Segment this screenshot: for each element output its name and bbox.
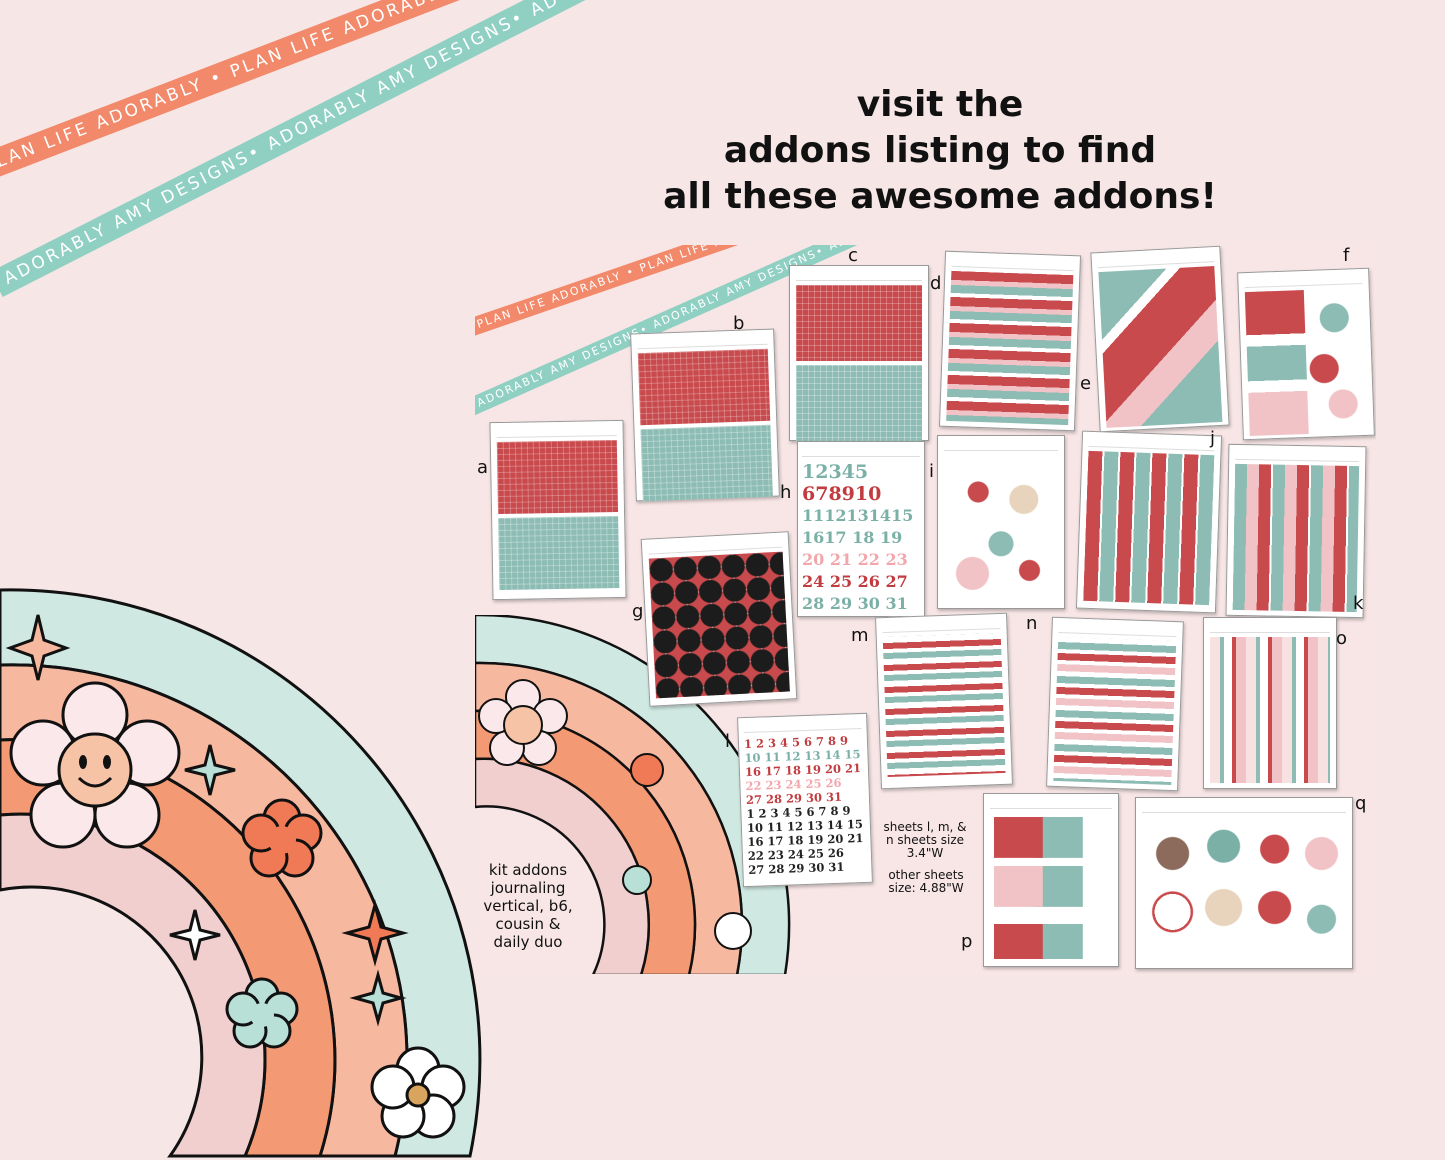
sheet-m [875,612,1013,790]
panel-rainbow-illustration [475,615,791,974]
sheet-j [1075,430,1223,614]
sheet-o [1203,617,1337,789]
flower-icon [370,1046,466,1139]
sheet-size-note-1: sheets l, m, & n sheets size 3.4"W [883,820,967,860]
sparkle-icon [5,614,71,681]
label-f: f [1343,245,1350,266]
flower-icon [622,865,652,895]
sheet-c [789,265,929,441]
flower-icon [630,753,664,787]
headline: visit the addons listing to find all the… [640,82,1240,220]
date-numbers-5: 20 21 22 23 [802,550,908,569]
ribbon-plan-life-adorably: PLAN LIFE ADORABLY • PLAN LIFE ADORABLY … [0,0,720,185]
label-h: h [780,482,792,503]
sheet-a [489,419,627,601]
headline-line-2: addons listing to find [723,130,1157,171]
sheet-l: 1 2 3 4 5 6 7 8 9 10 11 12 13 14 15 16 1… [737,712,873,888]
label-a: a [477,457,489,478]
date-numbers-3: 1112131415 [802,506,914,525]
label-c: c [848,245,858,266]
headline-line-3: all these awesome addons! [663,176,1217,217]
sheet-i [937,435,1065,609]
sheet-k [1225,443,1367,619]
date-numbers-2: 678910 [802,483,882,505]
sheet-e [1090,245,1230,433]
flower-icon [225,977,299,1049]
label-j: j [1210,428,1216,449]
label-e: e [1080,373,1092,394]
label-o: o [1336,628,1348,649]
sparkle-icon [341,899,409,967]
sheet-q [1135,797,1353,969]
smiley-flower-icon [478,679,568,766]
label-l: l [725,731,731,752]
smiley-flower-icon [9,681,181,849]
date-numbers-1: 12345 [802,461,869,483]
label-d: d [930,273,942,294]
label-m: m [851,625,869,646]
sheet-g [640,531,798,707]
label-k: k [1353,593,1364,614]
sheet-h: 12345 678910 1112131415 1617 18 19 20 21… [797,441,925,617]
label-p: p [961,931,973,952]
date-numbers-6: 24 25 26 27 [802,572,908,591]
sheet-f [1237,267,1375,441]
sparkle-icon [184,744,236,796]
date-numbers-7: 28 29 30 31 [802,594,908,613]
sparkle-icon [349,969,407,1027]
headline-line-1: visit the [856,84,1024,125]
sheet-size-note-2: other sheets size: 4.88"W [888,868,964,895]
label-g: g [632,601,644,622]
small-numbers-10: 27 28 29 30 31 [748,859,845,878]
sheet-d [938,250,1082,432]
label-b: b [733,313,745,334]
kit-addons-note: kit addons journaling vertical, b6, cous… [483,861,573,951]
label-i: i [929,461,935,482]
rainbow-illustration [0,588,482,1158]
label-q: q [1355,793,1367,814]
flower-icon [714,912,752,950]
sheet-p [983,793,1119,967]
addons-preview-panel: PLAN LIFE ADORABLY • PLAN LIFE ADORABLY … [475,245,1376,974]
sheet-n [1046,616,1184,792]
sheet-b [630,328,780,502]
sparkle-icon [169,909,221,961]
flower-icon [241,798,323,878]
label-n: n [1026,613,1038,634]
date-numbers-4: 1617 18 19 [802,528,903,547]
